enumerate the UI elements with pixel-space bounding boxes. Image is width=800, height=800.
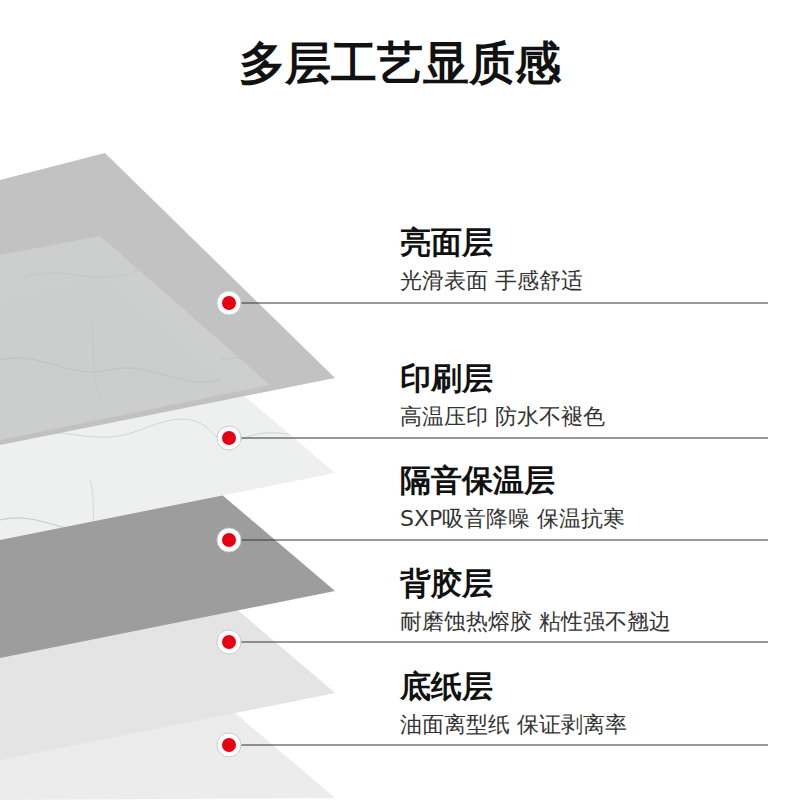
layer-name: 背胶层 — [400, 565, 493, 602]
callout-dot — [222, 296, 236, 310]
callout-dot-ring — [217, 426, 241, 450]
leader-line — [229, 642, 768, 643]
gloss-sheet — [0, 153, 335, 445]
callout-dot-ring — [217, 291, 241, 315]
leader-line — [229, 303, 768, 304]
callout-dot — [222, 738, 236, 752]
layer-name: 底纸层 — [400, 668, 493, 705]
layer-name: 亮面层 — [400, 224, 493, 261]
layer-name: 隔音保温层 — [400, 462, 555, 499]
leader-lines — [229, 303, 768, 745]
callout-dot — [222, 431, 236, 445]
gloss-inner-print — [0, 236, 270, 440]
leader-line — [229, 438, 768, 439]
layer-description: SXP吸音降噪 保温抗寒 — [400, 506, 625, 531]
callout-dot — [222, 635, 236, 649]
layer-description: 高温压印 防水不褪色 — [400, 404, 605, 429]
page-title: 多层工艺显质感 — [0, 36, 800, 91]
callout-dot — [222, 533, 236, 547]
layer-name: 印刷层 — [400, 360, 493, 397]
leader-line — [229, 745, 768, 746]
leader-line — [229, 540, 768, 541]
layer-description: 耐磨蚀热熔胶 粘性强不翘边 — [400, 609, 671, 634]
callout-dots — [217, 291, 241, 757]
callout-dot-ring — [217, 630, 241, 654]
layer-description: 光滑表面 手感舒适 — [400, 268, 583, 293]
callout-dot-ring — [217, 733, 241, 757]
layer-description: 油面离型纸 保证剥离率 — [400, 712, 627, 737]
callout-dot-ring — [217, 528, 241, 552]
